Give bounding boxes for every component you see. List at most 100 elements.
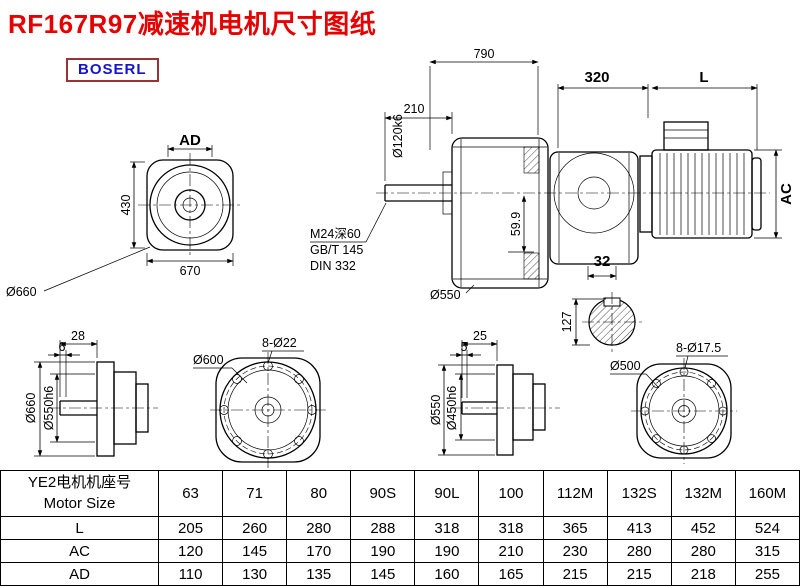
cell: 452 [670,516,736,540]
cell: 218 [670,562,736,586]
cell: 205 [157,516,224,540]
cell: 280 [606,539,672,563]
cell: 318 [478,516,544,540]
label-L: L [699,69,708,86]
label-dia500: Ø500 [610,359,660,389]
size-col-90L: 90L [414,470,480,517]
label-dia550-side: Ø550 [429,395,443,426]
label-thread: M24深60 [310,227,361,241]
label-holes22-text: 8-Ø22 [262,336,297,350]
label-AD: AD [179,132,201,149]
dim-320: 320 [557,69,649,148]
view-front [138,153,242,257]
cell: 170 [286,539,352,563]
brand-logo: BOSERL [66,58,159,82]
header-motor-size-en: Motor Size [43,494,116,512]
cell: 135 [286,562,352,586]
size-col-112M: 112M [542,470,608,517]
label-dia660-side: Ø660 [24,393,38,424]
motor [639,121,762,239]
view-shaft-section [582,292,642,352]
view-main [376,137,770,289]
size-col-80: 80 [286,470,352,517]
cell: 413 [606,516,672,540]
cell: 230 [542,539,608,563]
motor-size-table: YE2电机机座号 Motor Size 63 71 80 90S 90L 100… [0,470,800,586]
label-790: 790 [474,47,495,61]
label-320: 320 [584,69,609,86]
dim-28: 28 [59,329,98,397]
cell: 145 [350,562,416,586]
terminal-box [663,121,709,151]
label-599: 59.9 [509,212,523,236]
cell: 190 [414,539,480,563]
note-thread: M24深60 GB/T 145 DIN 332 [310,202,387,273]
cell: 160 [414,562,480,586]
cell: 280 [286,516,352,540]
label-holes175-text: 8-Ø17.5 [676,341,721,355]
size-col-132M: 132M [670,470,736,517]
label-dia550h6: Ø550h6 [42,386,56,431]
dim-670: 670 [146,253,234,278]
label-210: 210 [404,102,425,116]
dim-6: 6 [48,340,80,397]
label-front-dia660: Ø660 [6,246,151,299]
dim-430: 430 [119,161,145,249]
size-col-63: 63 [157,470,224,517]
label-std-din: DIN 332 [310,259,356,273]
header-motor-size-cn: YE2电机机座号 [27,474,132,492]
label-dia600-text: Ø600 [193,353,224,367]
dim-AD: AD [167,132,213,157]
cell: 365 [542,516,608,540]
cell: 210 [478,539,544,563]
dim-210: 210 [384,102,453,181]
label-dia450h6: Ø450h6 [445,386,459,431]
dim-599: 59.9 [508,195,534,253]
cell: 255 [734,562,800,586]
size-col-100: 100 [478,470,544,517]
size-col-160M: 160M [734,470,800,517]
dim-AC: AC [754,149,795,239]
dim-dia450h6: Ø450h6 [445,373,495,441]
view-output-flange-front [210,352,326,468]
dim-32: 32 [587,253,617,280]
view-motor-flange-side [450,364,560,456]
label-25: 25 [473,329,487,343]
cell: 524 [734,516,800,540]
view-motor-flange-front [631,358,737,464]
dim-L: L [651,69,758,150]
view-output-flange-side [48,361,158,457]
label-430: 430 [119,195,133,216]
label-std-gbt: GB/T 145 [310,243,363,257]
cell: 110 [157,562,224,586]
cell: 145 [222,539,288,563]
technical-drawing: AD 430 670 Ø660 [6,47,795,468]
page-title: RF167R97减速机电机尺寸图纸 [8,9,377,39]
cell: 190 [350,539,416,563]
dim-dia660-side: Ø660 [24,361,95,457]
row-label-L: L [0,516,159,540]
label-5: 5 [461,340,468,354]
cell: 215 [606,562,672,586]
size-col-90S: 90S [350,470,416,517]
header-motor-size: YE2电机机座号 Motor Size [0,470,159,517]
row-label-AC: AC [0,539,159,563]
label-dia600: Ø600 [193,353,248,384]
label-holes-22: 8-Ø22 [262,336,304,364]
cell: 288 [350,516,416,540]
size-col-132S: 132S [606,470,672,517]
size-col-71: 71 [222,470,288,517]
cell: 315 [734,539,800,563]
dim-dia550h6: Ø550h6 [42,373,95,443]
cell: 165 [478,562,544,586]
motor-fins [659,153,745,235]
cell: 318 [414,516,480,540]
label-dia500-text: Ø500 [610,359,641,373]
label-dia550-main: Ø550 [430,288,461,302]
label-dia660-front: Ø660 [6,285,37,299]
label-670: 670 [180,264,201,278]
label-main-flange-dia: Ø550 [430,284,475,302]
cell: 280 [670,539,736,563]
dim-dia550-side: Ø550 [429,364,495,456]
label-shaft-dia: Ø120k6 [391,114,405,158]
